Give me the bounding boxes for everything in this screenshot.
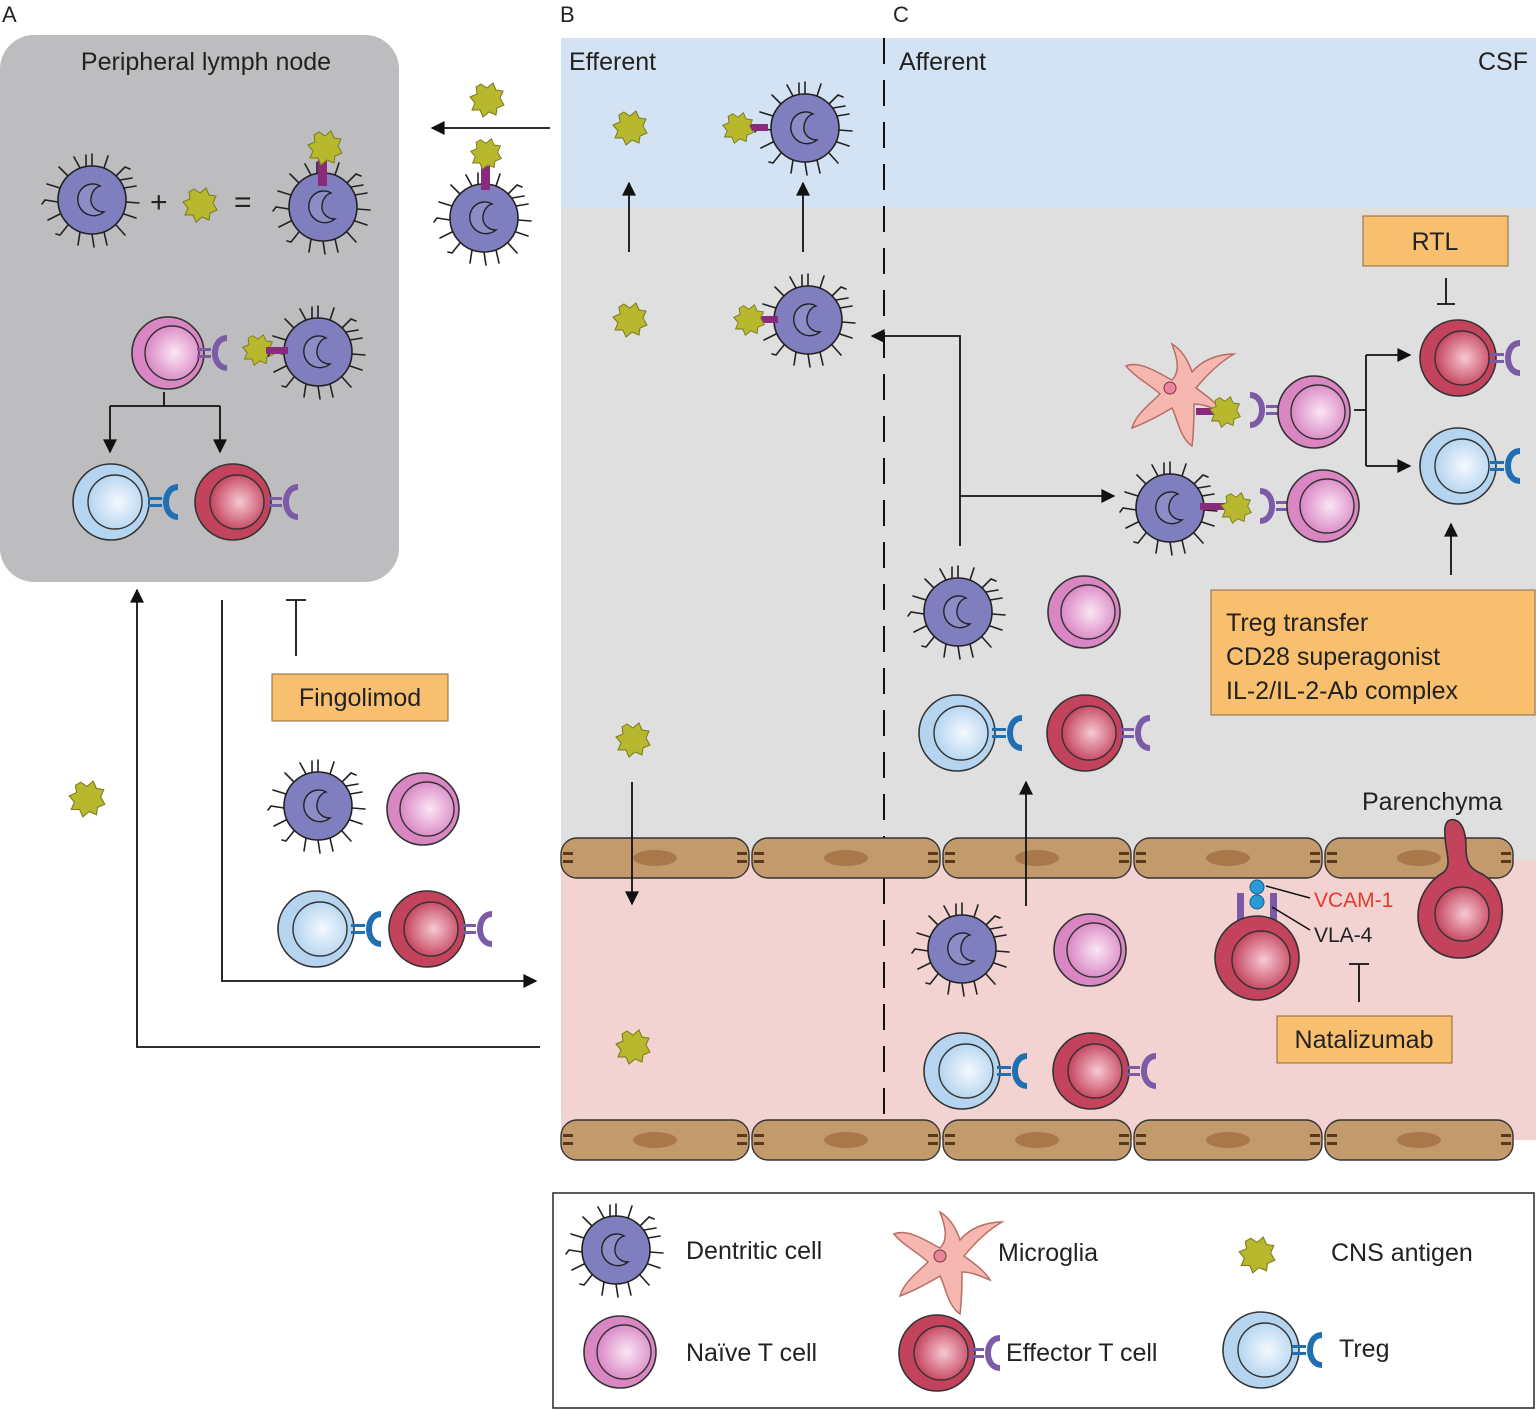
afferent-label: Afferent	[899, 48, 986, 76]
vcam-label: VCAM-1	[1314, 889, 1393, 912]
migrating-effector-t-cell	[1417, 819, 1504, 959]
antigen-presenting-dc	[722, 81, 853, 176]
legend-effector-label: Effector T cell	[1006, 1339, 1157, 1367]
naive-t-cell	[386, 772, 460, 846]
dendritic-cell-icon	[267, 759, 366, 854]
blood-vessel-region	[561, 860, 1536, 1140]
arrow-blood-to-lymph	[130, 588, 540, 1048]
microglia-icon	[1124, 342, 1237, 448]
panel-label-b: B	[560, 2, 575, 27]
csf-region	[561, 38, 1536, 208]
parenchyma-label: Parenchyma	[1362, 788, 1502, 816]
antigen-presenting-dc	[272, 130, 371, 255]
natalizumab-label: Natalizumab	[1295, 1026, 1434, 1054]
efferent-label: Efferent	[569, 48, 656, 76]
legend-dendritic-label: Dentritic cell	[686, 1237, 822, 1265]
adhering-effector-t-cell	[1214, 879, 1300, 1001]
rtl-label: RTL	[1412, 228, 1459, 256]
csf-label: CSF	[1478, 48, 1528, 76]
cns-antigen-icon	[68, 780, 106, 818]
naive-t-cell	[1053, 913, 1127, 987]
equals-sign: =	[234, 186, 252, 219]
legend-microglia-label: Microglia	[998, 1239, 1098, 1267]
fingolimod-box	[271, 673, 449, 722]
naive-t-cell	[1047, 575, 1121, 649]
vcam-pointer	[1265, 885, 1311, 899]
panel-label-c: C	[893, 2, 909, 27]
treg-therapy-line-1: Treg transfer	[1226, 609, 1368, 637]
tissue-region	[561, 208, 1536, 860]
natalizumab-box	[1276, 1015, 1453, 1064]
differentiation-branch	[1354, 355, 1367, 466]
lymph-node-title: Peripheral lymph node	[81, 48, 331, 76]
treg-cell	[277, 890, 381, 968]
arrow-lymph-to-blood	[221, 600, 538, 988]
microglia-naive-interaction	[1124, 342, 1351, 449]
endothelium-bottom	[560, 1119, 1514, 1161]
naive-t-cell-activation	[131, 305, 366, 400]
legend-microglia-icon	[892, 1210, 1005, 1316]
vla-label: VLA-4	[1314, 924, 1373, 947]
treg-therapy-line-2: CD28 superagonist	[1226, 643, 1440, 671]
treg-therapy-box	[1210, 589, 1536, 716]
plus-sign: +	[150, 186, 168, 219]
rtl-box	[1362, 215, 1509, 267]
endothelium-top	[560, 837, 1514, 879]
legend-naive-icon	[583, 1315, 657, 1389]
dc-naive-reactivation	[1119, 461, 1360, 556]
legend-box	[552, 1192, 1535, 1409]
arrow-to-efferent-dc	[870, 329, 961, 546]
cns-antigen-icon	[469, 82, 505, 118]
legend-naive-label: Naïve T cell	[686, 1339, 817, 1367]
treg-therapy-line-3: IL-2/IL-2-Ab complex	[1226, 677, 1459, 705]
branch-line	[110, 392, 220, 407]
vla-pointer	[1271, 906, 1311, 931]
panel-label-a: A	[2, 2, 17, 27]
fingolimod-label: Fingolimod	[299, 684, 421, 712]
legend-treg-label: Treg	[1339, 1335, 1389, 1363]
antigen-presenting-dc	[433, 138, 532, 266]
antigen-presenting-dc	[733, 273, 856, 368]
effector-t-cell	[388, 890, 492, 968]
legend-antigen-label: CNS antigen	[1331, 1239, 1473, 1267]
